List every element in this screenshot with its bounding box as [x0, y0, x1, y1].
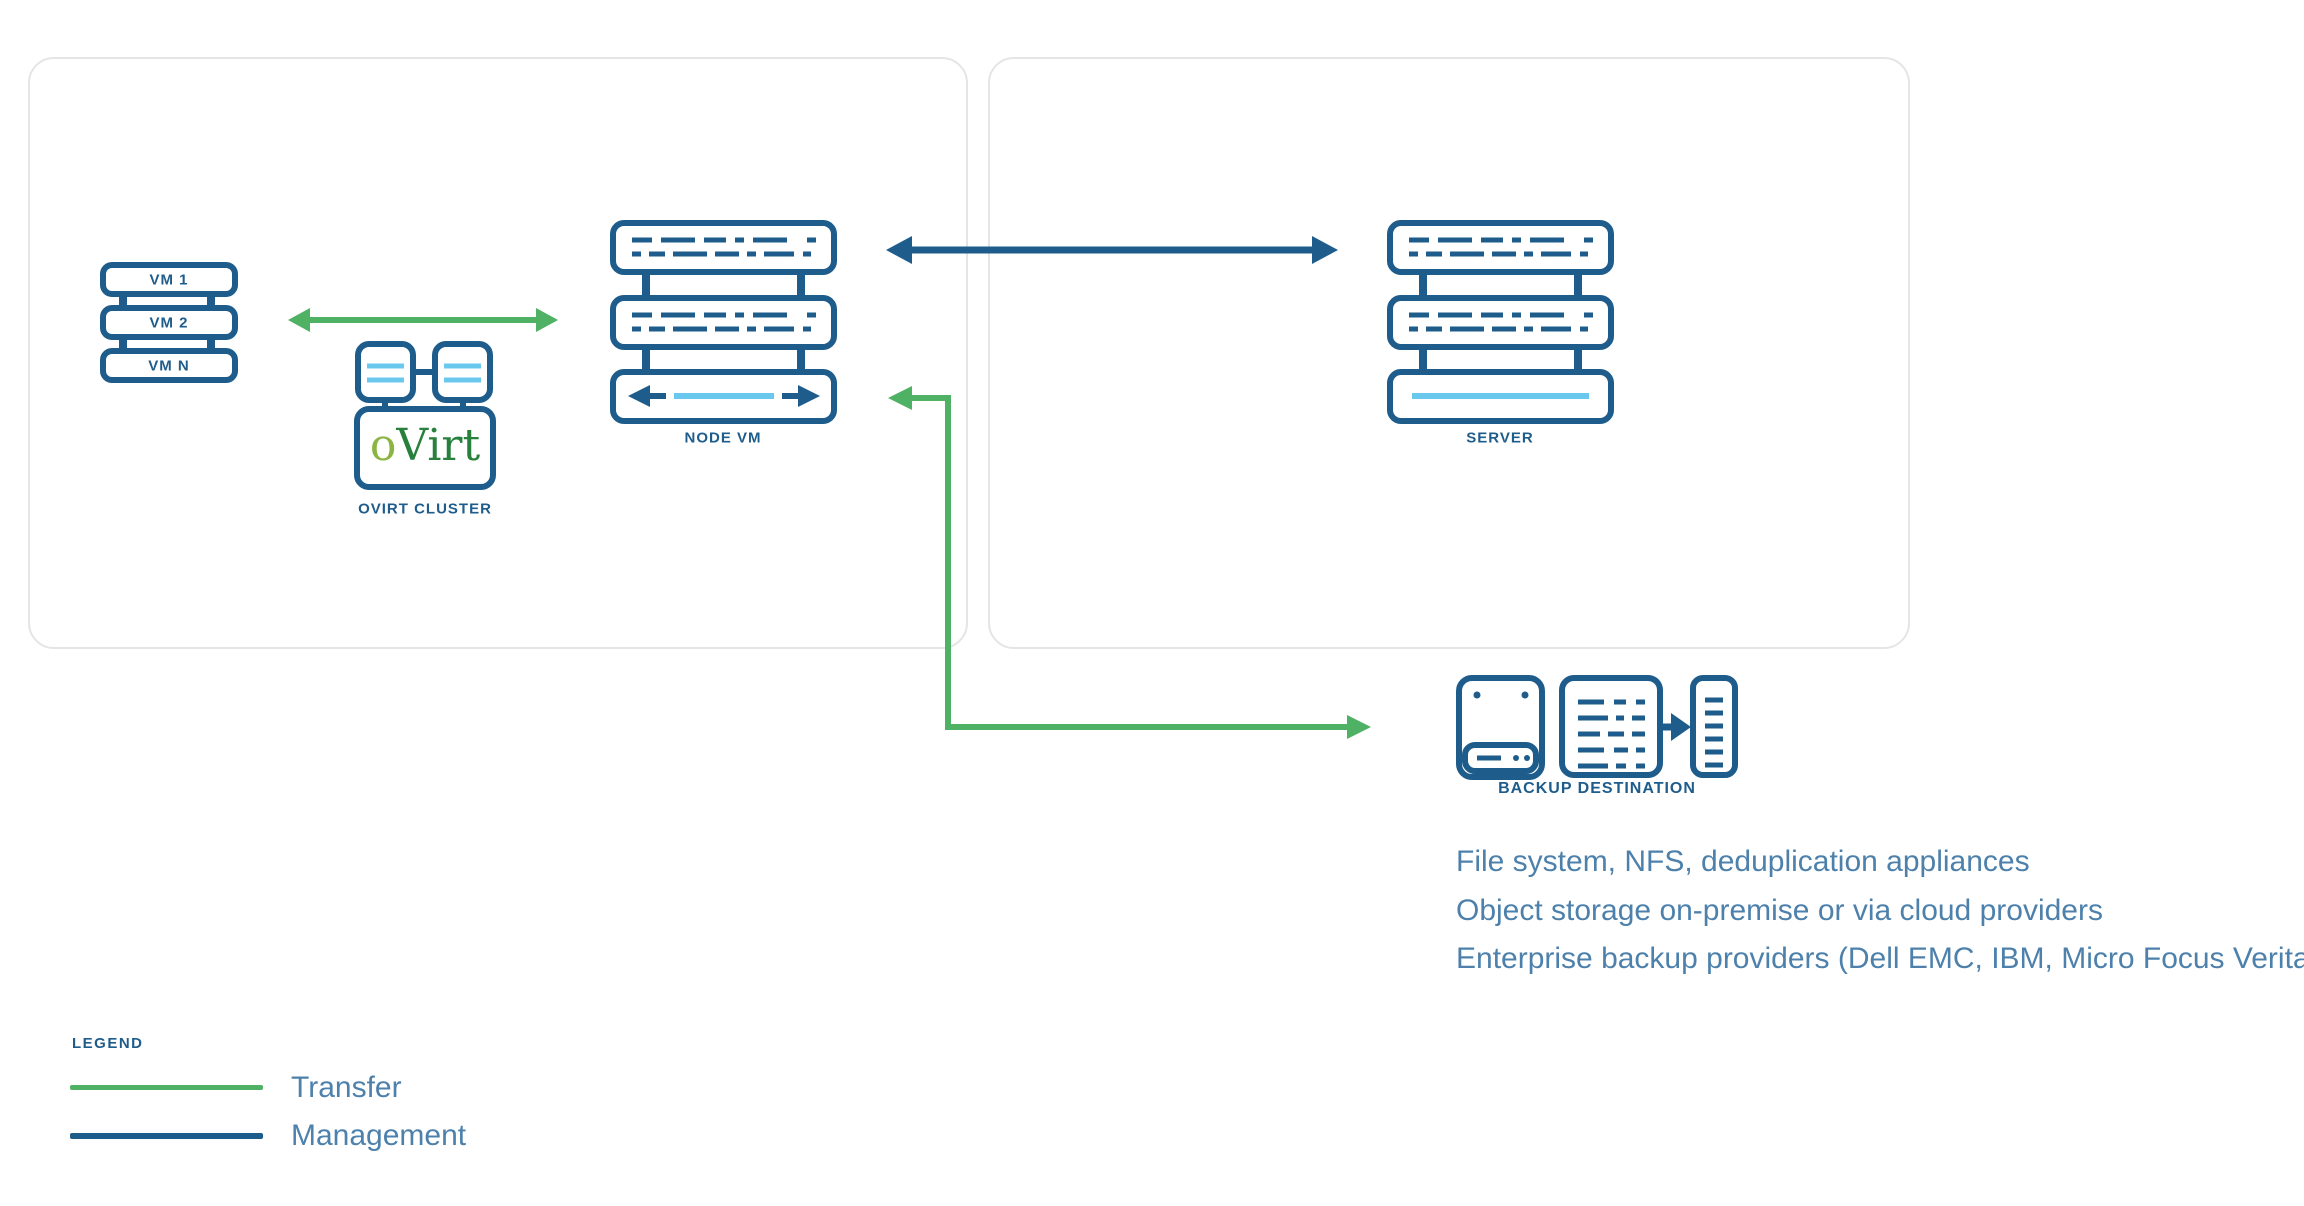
legend-management-label: Management [291, 1119, 467, 1152]
ovirt-cluster-icon [354, 341, 496, 490]
server-stack-icon [1387, 220, 1614, 424]
legend-transfer-line [70, 1085, 263, 1090]
vm1-label: VM 1 [149, 271, 189, 289]
node-vm-stack-icon [610, 220, 837, 424]
backup-destination-icon [1456, 675, 1738, 780]
backup-note-line: File system, NFS, deduplication applianc… [1456, 845, 2030, 878]
backup-note-line: Object storage on-premise or via cloud p… [1456, 893, 2103, 927]
backup-destination-label: BACKUP DESTINATION [1498, 780, 1696, 797]
legend-transfer-label: Transfer [291, 1071, 402, 1104]
vm-stack-icon [100, 262, 238, 383]
source-environment-panel [28, 57, 968, 649]
ovirt-logo: oVirt [370, 424, 480, 468]
ovirt-logo-o: o [369, 420, 397, 472]
compact-store-icon [1690, 675, 1738, 778]
transfer-arrow-vm-icon [288, 308, 558, 332]
vmn-label: VM N [148, 357, 190, 375]
legend-title: LEGEND [72, 1035, 144, 1052]
vm2-label: VM 2 [149, 314, 189, 332]
target-environment-panel [988, 57, 1910, 649]
transfer-arrow-backup-icon [888, 386, 1371, 739]
node-vm-label: NODE VM [684, 429, 762, 447]
ovirt-logo-virt: Virt [396, 420, 481, 472]
dedup-arrow-icon [1662, 713, 1691, 741]
dedup-data-icon [1559, 675, 1663, 778]
management-arrow-icon [886, 236, 1338, 264]
backup-note-line: Enterprise backup providers (Dell EMC, I… [1456, 942, 2304, 975]
legend-management-line [70, 1133, 263, 1139]
server-label: SERVER [1466, 429, 1534, 447]
disk-icon [1456, 675, 1545, 780]
ovirt-cluster-label: OVIRT CLUSTER [358, 500, 492, 518]
backup-notes: File system, NFS, deduplication applianc… [1456, 838, 2304, 984]
node-vm-transfer-layer-icon [628, 385, 820, 407]
